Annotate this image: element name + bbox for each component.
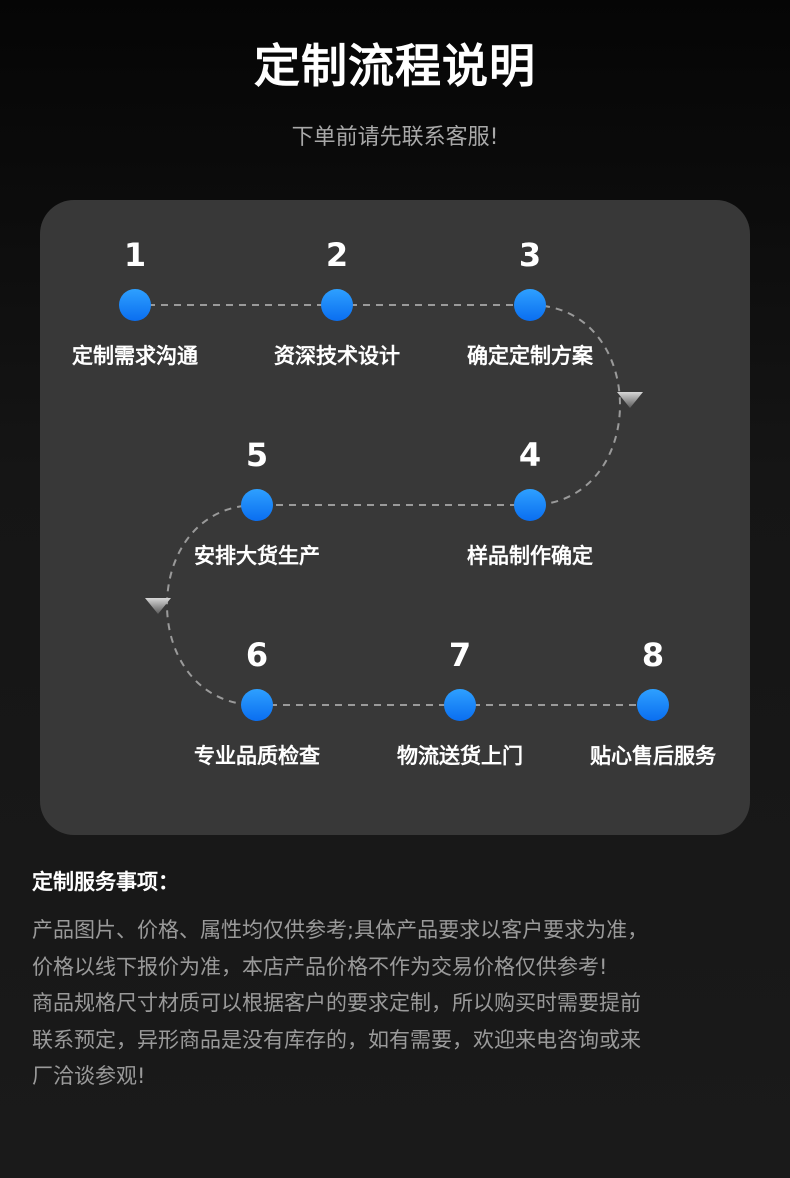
step-label-7: 物流送货上门 [397, 744, 523, 768]
turn-arrow-left-icon [145, 598, 171, 614]
step-label-3: 确定定制方案 [467, 344, 593, 368]
step-number-7: 7 [448, 636, 472, 674]
step-label-4: 样品制作确定 [467, 544, 593, 568]
step-label-2: 资深技术设计 [274, 344, 400, 368]
notes-line: 价格以线下报价为准，本店产品价格不作为交易价格仅供参考! [32, 954, 608, 979]
step-number-5: 5 [245, 436, 269, 474]
step-node-5 [241, 489, 273, 521]
step-node-2 [321, 289, 353, 321]
step-label-8: 贴心售后服务 [590, 744, 716, 768]
notes-line: 产品图片、价格、属性均仅供参考;具体产品要求以客户要求为准， [32, 918, 649, 942]
connector-3-4 [529, 304, 621, 506]
process-flow-diagram [119, 289, 669, 721]
page-subtitle: 下单前请先联系客服! [291, 125, 499, 150]
step-label-6: 专业品质检查 [194, 744, 320, 768]
step-label-1: 定制需求沟通 [72, 344, 198, 368]
step-number-8: 8 [641, 636, 665, 674]
connector-5-6 [166, 504, 258, 706]
turn-arrow-right-icon [617, 392, 643, 408]
step-number-2: 2 [325, 236, 349, 274]
step-number-1: 1 [123, 236, 147, 274]
step-node-3 [514, 289, 546, 321]
step-number-3: 3 [518, 236, 542, 274]
notes-line: 商品规格尺寸材质可以根据客户的要求定制，所以购买时需要提前 [32, 991, 641, 1015]
page-title: 定制流程说明 [254, 39, 536, 93]
step-label-5: 安排大货生产 [194, 544, 320, 568]
step-node-8 [637, 689, 669, 721]
step-node-4 [514, 489, 546, 521]
notes-line: 联系预定，异形商品是没有库存的，如有需要，欢迎来电咨询或来 [32, 1027, 641, 1052]
step-node-7 [444, 689, 476, 721]
step-node-6 [241, 689, 273, 721]
notes-line: 厂洽谈参观! [32, 1064, 146, 1088]
notes-body: 产品图片、价格、属性均仅供参考;具体产品要求以客户要求为准， 价格以线下报价为准… [32, 912, 762, 1095]
step-number-4: 4 [518, 436, 542, 474]
process-flow-panel: 1 定制需求沟通 2 资深技术设计 3 确定定制方案 4 样品制作确定 5 安排大货生产 6 专业品质… [40, 200, 750, 835]
step-number-6: 6 [245, 636, 269, 674]
notes-heading: 定制服务事项： [32, 870, 179, 894]
step-node-1 [119, 289, 151, 321]
